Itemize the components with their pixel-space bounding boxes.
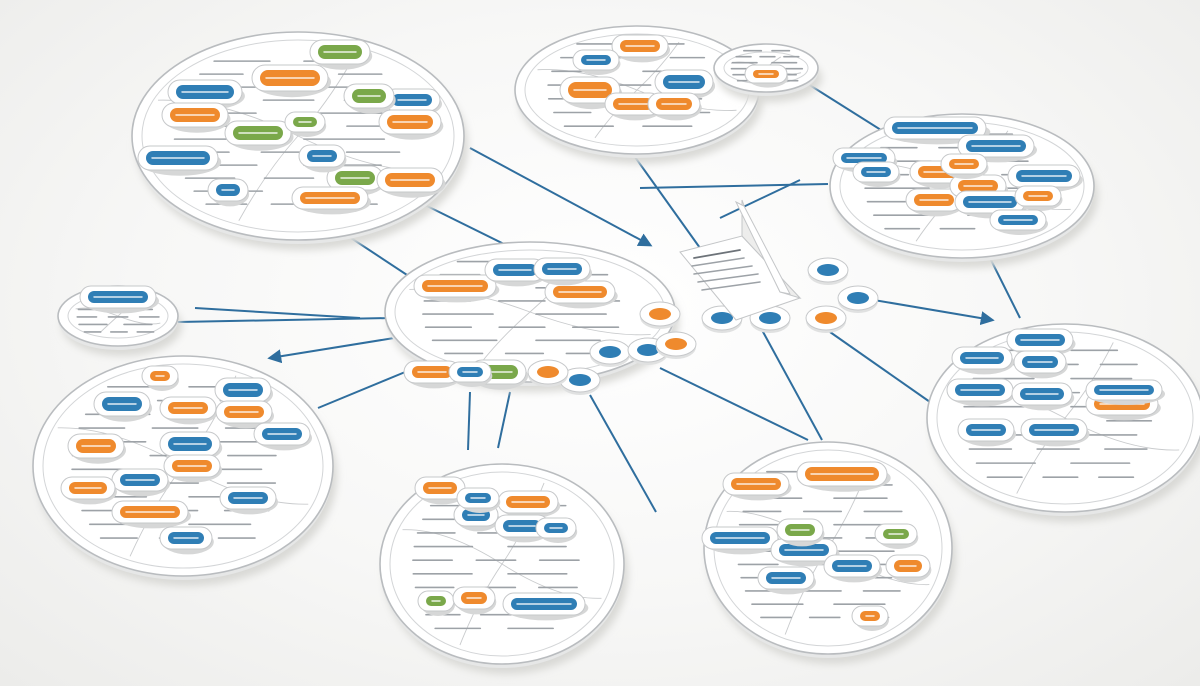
- satellite-node-blue: [569, 374, 591, 386]
- cluster-top-center: [514, 25, 763, 164]
- cluster-top-left: [131, 31, 468, 250]
- connector-lines: [177, 83, 1021, 513]
- connector-line: [629, 149, 701, 249]
- satellite-node-orange: [537, 366, 559, 378]
- satellite-node-blue: [847, 292, 869, 304]
- connector-line: [194, 307, 361, 319]
- satellite-node-blue: [711, 312, 733, 324]
- cluster-guide-line: [402, 529, 503, 565]
- hub-satellites: [527, 257, 879, 395]
- central-document: [679, 199, 802, 321]
- satellite-node-blue: [637, 344, 659, 356]
- connector-line: [861, 297, 995, 326]
- document-fold: [734, 200, 791, 295]
- cluster-bottom-center: [379, 463, 628, 674]
- satellite-node-orange: [649, 308, 671, 320]
- cluster-guide-line: [529, 311, 651, 336]
- cluster-right: [926, 323, 1200, 522]
- connector-line: [497, 391, 511, 449]
- connector-line: [469, 147, 653, 247]
- satellite-node-blue: [599, 346, 621, 358]
- satellite-node-blue: [817, 264, 839, 276]
- connector-line: [659, 367, 809, 441]
- connector-line: [589, 394, 657, 513]
- connector-line: [761, 329, 823, 441]
- cluster-inner-ring: [141, 39, 455, 233]
- cluster-top-right: [829, 113, 1098, 268]
- cluster-guide-line: [238, 135, 299, 221]
- cluster-guide-line: [501, 563, 602, 599]
- cluster-inner-ring: [42, 363, 324, 569]
- cluster-guide-line: [636, 41, 680, 91]
- connector-line: [989, 257, 1021, 319]
- connector-line: [719, 179, 801, 219]
- satellite-node-blue: [759, 312, 781, 324]
- satellite-node-orange: [815, 312, 837, 324]
- satellite-node-orange: [665, 338, 687, 350]
- cluster-inner-ring: [389, 471, 615, 657]
- cluster-left: [32, 355, 337, 586]
- cluster-top-left-mini: [57, 285, 182, 356]
- connector-line: [829, 331, 931, 403]
- cluster-bottom-right: [701, 441, 956, 664]
- connector-line: [467, 391, 471, 451]
- connector-line: [267, 337, 395, 364]
- connector-line: [639, 183, 829, 189]
- connector-line: [424, 204, 513, 249]
- cluster-top-center-mini: [713, 43, 822, 102]
- connector-line: [317, 369, 411, 409]
